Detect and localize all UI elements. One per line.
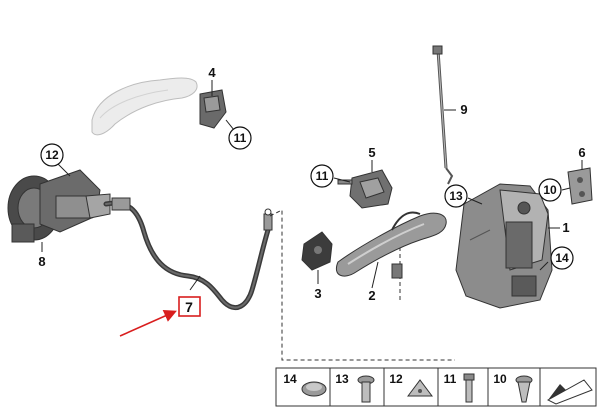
legend-number-13: 13 (335, 372, 349, 386)
callout-4: 4 (208, 65, 216, 80)
callout-5: 5 (368, 145, 375, 160)
callout-9: 9 (460, 102, 467, 117)
part-9-linkage-rod (432, 45, 454, 185)
callout-10: 10 (543, 183, 557, 197)
callout-2: 2 (368, 288, 375, 303)
legend-number-11: 11 (444, 372, 457, 386)
part-7-bowden-cable (103, 197, 273, 311)
tray-arrow-icon (546, 379, 593, 405)
countersunk-screw-icon (515, 375, 533, 403)
part-8-lock-assembly (7, 169, 111, 243)
part-2-outer-door-handle (336, 211, 447, 279)
hex-bolt-icon (463, 373, 475, 403)
part-1-door-lock-module (455, 183, 553, 309)
callout-11-top: 11 (234, 131, 247, 145)
leader-lines (41, 80, 583, 291)
callout-labels: 4 11 12 8 7 5 11 3 2 9 13 6 10 1 14 (38, 65, 586, 317)
part-5-handle-bracket (337, 169, 393, 209)
small-parts-legend-tray: 14 13 12 11 10 (275, 367, 597, 407)
callout-13: 13 (449, 189, 463, 203)
callout-8: 8 (38, 254, 45, 269)
callout-circle (228, 126, 252, 150)
callout-7-highlight-box (178, 296, 201, 317)
legend-number-10: 10 (493, 372, 507, 386)
ghost-door-handle (91, 77, 198, 136)
callout-1: 1 (562, 220, 569, 235)
callout-12: 12 (45, 148, 59, 162)
callout-circle (550, 246, 574, 270)
callout-14: 14 (555, 251, 569, 265)
legend-number-14: 14 (283, 372, 297, 386)
callout-circle (310, 164, 334, 188)
callout-circle (538, 178, 562, 202)
torx-bolt-icon (357, 375, 375, 403)
callout-circle (40, 143, 64, 167)
callout-11-middle: 11 (316, 169, 329, 183)
callout-7: 7 (185, 299, 193, 315)
part-3-handle-seal (301, 231, 333, 271)
clip-nut-icon (407, 379, 433, 397)
legend-number-12: 12 (389, 372, 403, 386)
callout-3: 3 (314, 286, 321, 301)
plug-cap-icon (301, 381, 327, 397)
callout-circle (444, 184, 468, 208)
red-pointer-arrow (119, 310, 177, 337)
part-6-striker-plate (567, 167, 593, 205)
callout-6: 6 (578, 145, 585, 160)
part-4-handle-carrier (199, 89, 227, 129)
